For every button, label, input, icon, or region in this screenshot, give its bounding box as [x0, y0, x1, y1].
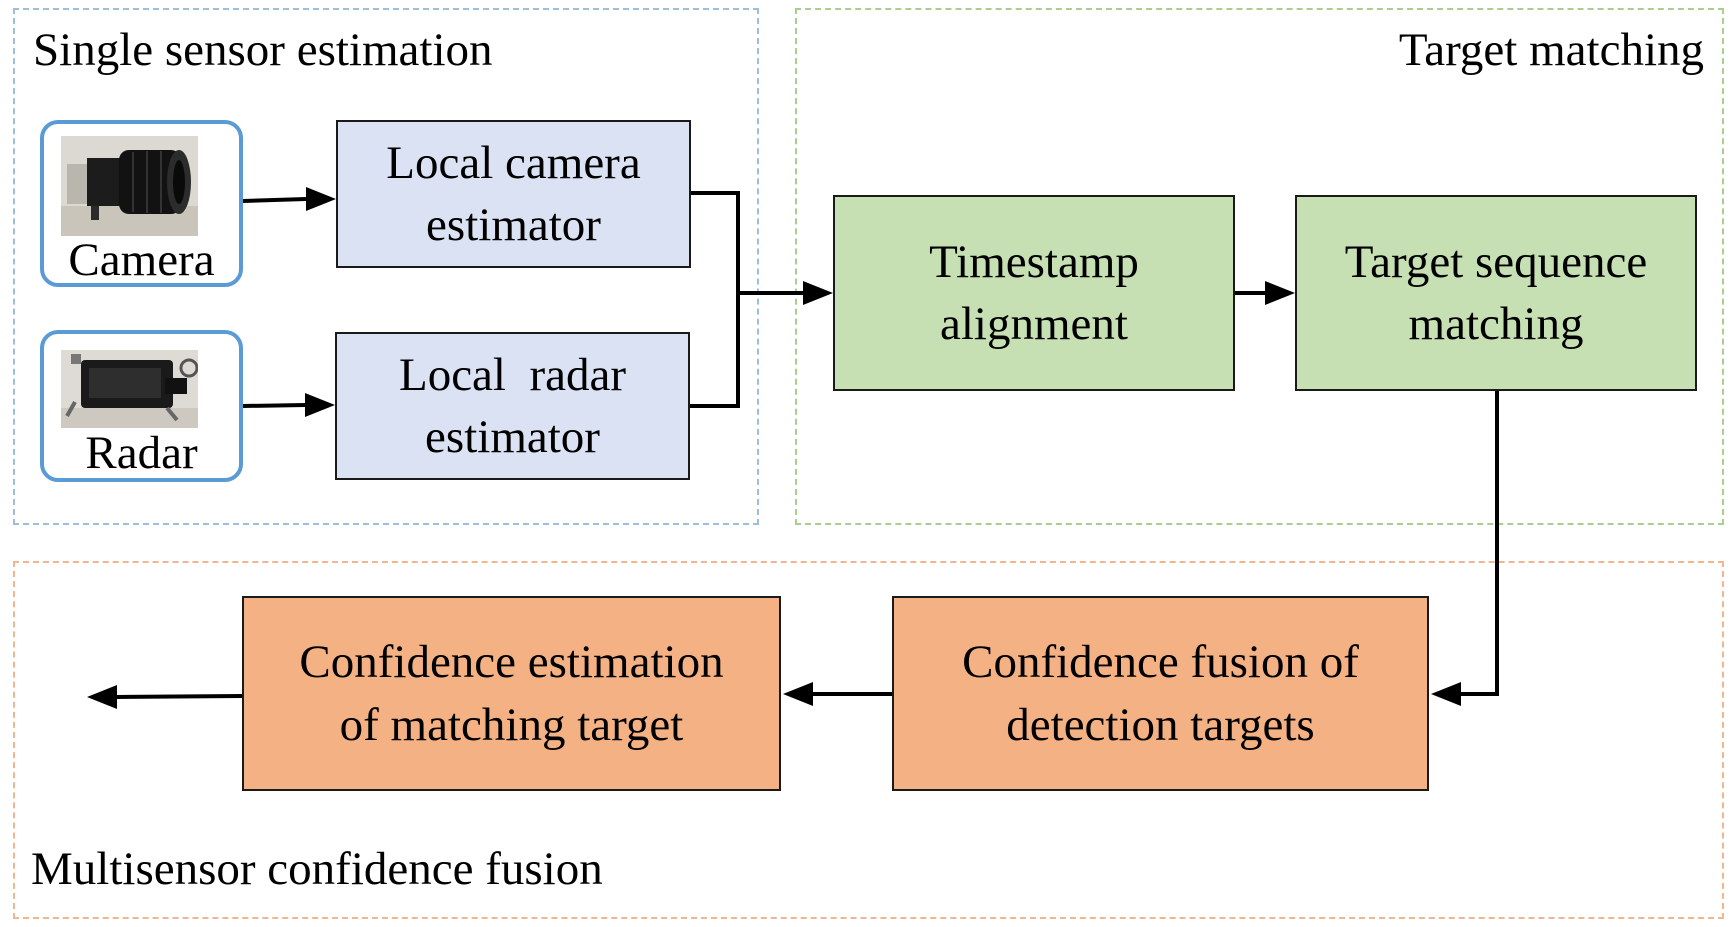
arrowhead-estimation [783, 682, 813, 706]
radar-sensor: Radar [40, 330, 243, 482]
radar-icon [61, 350, 198, 428]
arrowhead-sequence [1265, 281, 1295, 305]
single-sensor-estimation-region [13, 8, 759, 525]
arrowhead-camera [306, 187, 336, 211]
target-matching-title: Target matching [1398, 24, 1704, 76]
output-arrow [116, 694, 243, 699]
target-sequence-matching-box: Target sequence matching [1295, 195, 1697, 391]
confidence-fusion-line-2: detection targets [1006, 698, 1315, 751]
camera-icon [61, 136, 198, 236]
arrowhead-timestamp [803, 281, 833, 305]
target-matching-region [795, 8, 1724, 525]
confidence-fusion-box: Confidence fusion of detection targets [892, 596, 1429, 791]
camera-sensor: Camera [40, 120, 243, 287]
local-radar-estimator-line-1: Local radar [398, 348, 626, 401]
multisensor-confidence-fusion-title: Multisensor confidence fusion [31, 843, 603, 895]
confidence-estimation-line-1: Confidence estimation [299, 636, 724, 688]
single-sensor-estimation-title: Single sensor estimation [33, 24, 493, 76]
local-camera-estimator-line-1: Local camera [386, 136, 641, 189]
confidence-estimation-line-2: of matching target [339, 698, 684, 751]
local-camera-estimator-box: Local camera estimator [336, 120, 691, 268]
timestamp-alignment-line-1: Timestamp [929, 235, 1139, 288]
estimators-merge-connector [690, 191, 740, 408]
local-radar-estimator-box: Local radar estimator [335, 332, 690, 480]
arrowhead-radar [305, 393, 335, 417]
confidence-estimation-box: Confidence estimation of matching target [242, 596, 781, 791]
confidence-fusion-line-1: Confidence fusion of [962, 636, 1359, 688]
camera-to-estimator-arrow [242, 197, 307, 203]
radar-to-estimator-arrow [242, 403, 307, 408]
target-sequence-matching-line-1: Target sequence [1344, 235, 1648, 288]
radar-label: Radar [85, 427, 198, 479]
local-camera-estimator-line-2: estimator [426, 199, 601, 251]
local-radar-estimator-line-2: estimator [425, 411, 600, 463]
arrowhead-fusion [1431, 682, 1461, 706]
timestamp-alignment-line-2: alignment [940, 298, 1128, 350]
arrowhead-output [87, 685, 117, 709]
camera-label: Camera [68, 234, 215, 286]
multisensor-confidence-fusion-region [13, 561, 1724, 919]
target-sequence-matching-line-2: matching [1408, 298, 1584, 350]
timestamp-alignment-box: Timestamp alignment [833, 195, 1235, 391]
sequence-to-fusion-connector [1458, 391, 1499, 696]
